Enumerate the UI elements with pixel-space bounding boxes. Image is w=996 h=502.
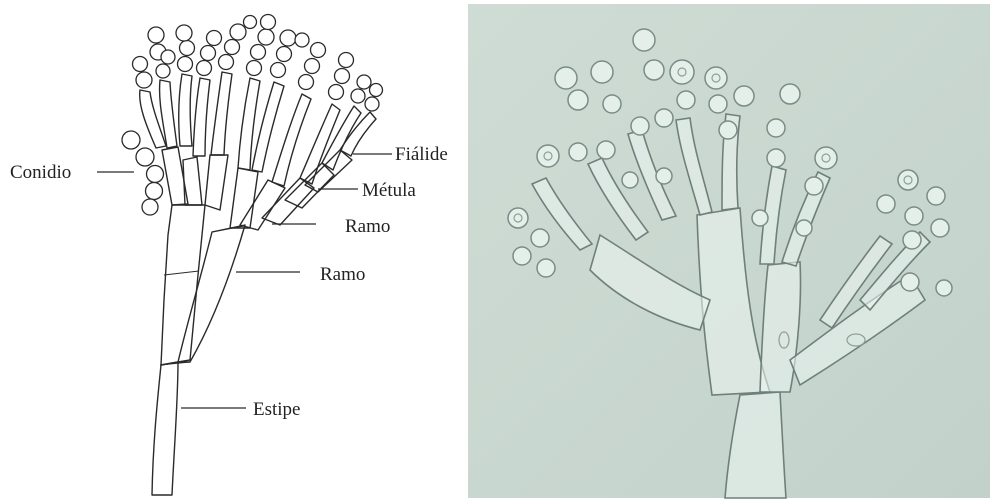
micrograph <box>468 4 990 498</box>
label-metula: Métula <box>362 180 416 201</box>
label-fialide: Fiálide <box>395 144 448 165</box>
label-conidio: Conidio <box>10 162 71 183</box>
line-drawing: Conidio Fiálide Métula Ramo Ramo Estipe <box>10 15 448 496</box>
detached-conidia-chain <box>122 131 164 215</box>
label-estipe: Estipe <box>253 399 301 420</box>
stipe-drawing <box>152 205 245 495</box>
label-ramo-upper: Ramo <box>345 216 390 237</box>
label-ramo-lower: Ramo <box>320 264 365 285</box>
